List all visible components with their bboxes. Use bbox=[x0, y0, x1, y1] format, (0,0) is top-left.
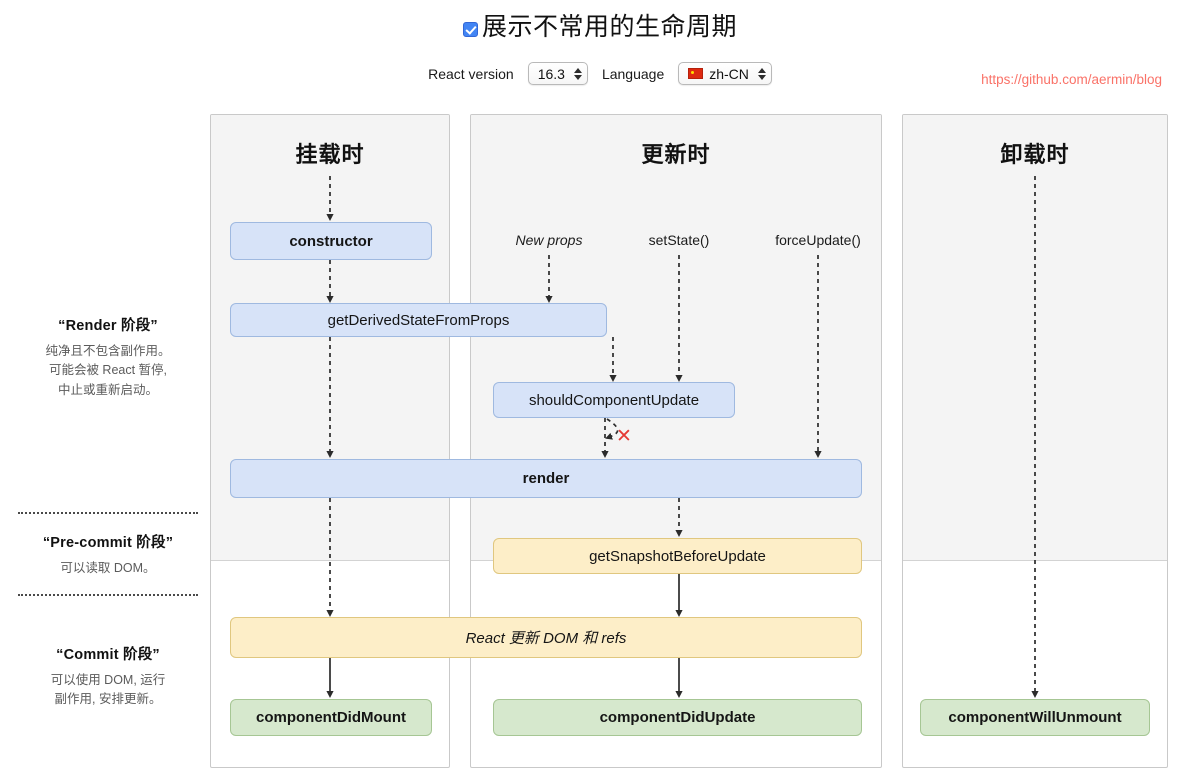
box-should-component-update[interactable]: shouldComponentUpdate bbox=[493, 382, 735, 418]
phase-commit-title: “Commit 阶段” bbox=[56, 647, 160, 663]
render-phase-background bbox=[903, 115, 1167, 561]
phase-precommit: “Pre-commit 阶段” 可以读取 DOM。 bbox=[0, 531, 216, 578]
trigger-set-state: setState() bbox=[648, 232, 710, 248]
phase-render-desc: 纯净且不包含副作用。 可能会被 React 暂停, 中止或重新启动。 bbox=[45, 344, 171, 397]
trigger-force-update: forceUpdate() bbox=[775, 232, 861, 248]
repo-link[interactable]: https://github.com/aermin/blog bbox=[981, 72, 1162, 87]
react-version-select[interactable]: 16.3 bbox=[527, 62, 588, 85]
column-unmounting: 卸载时 bbox=[902, 114, 1168, 768]
box-get-snapshot-before-update[interactable]: getSnapshotBeforeUpdate bbox=[493, 538, 862, 574]
trigger-new-props: New props bbox=[515, 232, 583, 248]
show-uncommon-lifecycles-checkbox[interactable] bbox=[462, 21, 478, 37]
phase-commit: “Commit 阶段” 可以使用 DOM, 运行 副作用, 安排更新。 bbox=[0, 643, 216, 710]
controls-row: React version 16.3 Language zh-CN bbox=[0, 62, 1200, 85]
language-select[interactable]: zh-CN bbox=[678, 62, 772, 85]
phase-precommit-desc: 可以读取 DOM。 bbox=[60, 561, 156, 575]
column-title-unmounting: 卸载时 bbox=[1000, 142, 1070, 167]
skip-render-x-icon: ✕ bbox=[616, 426, 632, 447]
box-get-derived-state-from-props[interactable]: getDerivedStateFromProps bbox=[230, 303, 607, 337]
react-version-value: 16.3 bbox=[537, 65, 565, 82]
column-mounting: 挂载时 bbox=[210, 114, 450, 768]
phase-divider-bottom bbox=[18, 594, 198, 596]
box-component-did-update[interactable]: componentDidUpdate bbox=[493, 699, 862, 736]
cn-flag-icon bbox=[688, 68, 704, 79]
box-component-did-mount[interactable]: componentDidMount bbox=[230, 699, 432, 736]
column-updating: 更新时 bbox=[470, 114, 882, 768]
chevron-updown-icon bbox=[757, 67, 766, 80]
phase-commit-desc: 可以使用 DOM, 运行 副作用, 安排更新。 bbox=[50, 673, 166, 707]
box-react-updates-dom-and-refs[interactable]: React 更新 DOM 和 refs bbox=[230, 617, 862, 658]
phase-render: “Render 阶段” 纯净且不包含副作用。 可能会被 React 暂停, 中止… bbox=[0, 314, 216, 400]
column-title-mounting: 挂载时 bbox=[295, 142, 365, 167]
language-label: Language bbox=[601, 65, 665, 82]
phase-precommit-title: “Pre-commit 阶段” bbox=[42, 535, 174, 551]
chevron-updown-icon bbox=[573, 67, 582, 80]
title-row: 展示不常用的生命周期 bbox=[0, 13, 1200, 42]
box-constructor[interactable]: constructor bbox=[230, 222, 432, 260]
box-component-will-unmount[interactable]: componentWillUnmount bbox=[920, 699, 1150, 736]
react-version-label: React version bbox=[428, 65, 514, 82]
phase-divider-top bbox=[18, 512, 198, 514]
box-render[interactable]: render bbox=[230, 459, 862, 498]
page-title: 展示不常用的生命周期 bbox=[481, 13, 737, 41]
language-value: zh-CN bbox=[709, 65, 749, 82]
column-title-updating: 更新时 bbox=[641, 142, 711, 167]
phase-render-title: “Render 阶段” bbox=[58, 318, 158, 334]
